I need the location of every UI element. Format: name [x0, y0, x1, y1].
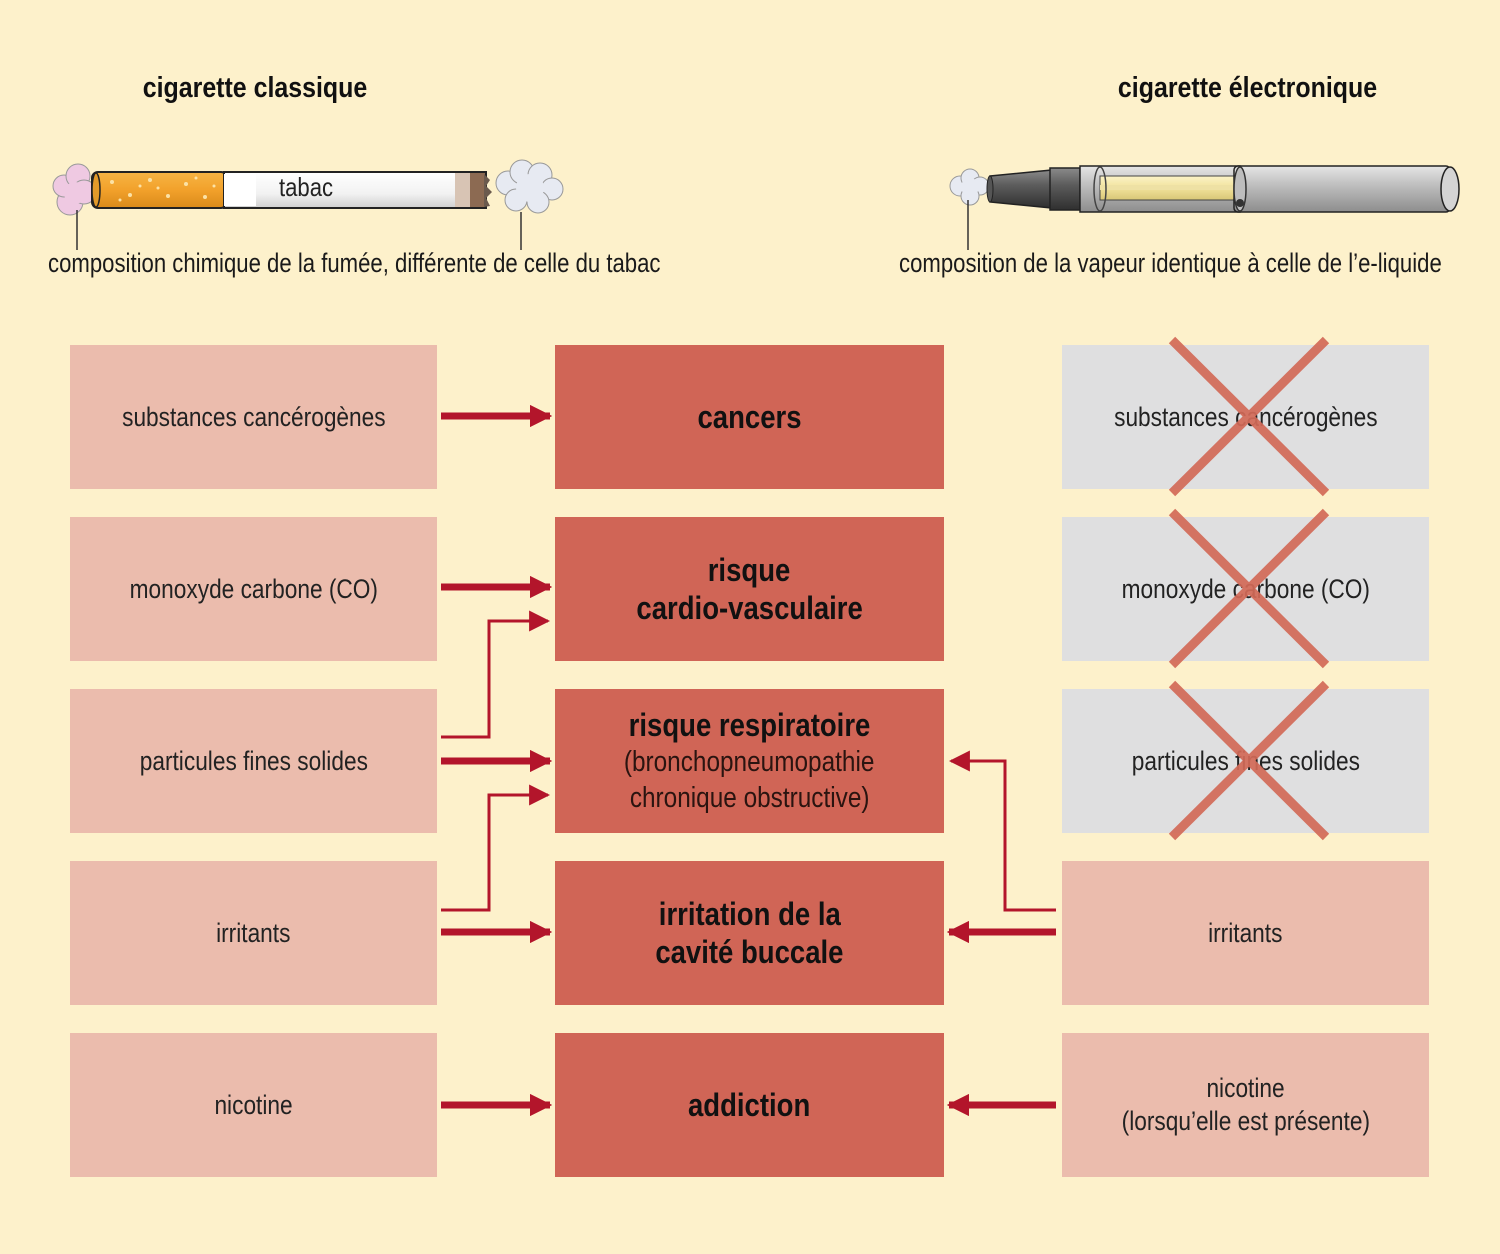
cigarette-icon — [91, 171, 492, 209]
tabac-label: tabac — [279, 172, 334, 202]
cross-icon — [1168, 336, 1330, 497]
effect-sublabel-line2: chronique obstructive) — [629, 782, 870, 814]
classic-cause-carbon-monoxide: monoxyde carbone (CO) — [70, 517, 437, 661]
cross-icon — [1168, 680, 1330, 841]
cause-label: irritants — [1208, 917, 1283, 948]
effect-addiction: addiction — [555, 1033, 944, 1177]
effect-cancers: cancers — [555, 345, 944, 489]
title-classic-cigarette: cigarette classique — [142, 72, 368, 104]
cause-label: particules fines solides — [139, 745, 368, 776]
effect-label: irritation de la — [658, 896, 841, 932]
effect-label: addiction — [688, 1087, 811, 1123]
cross-icon — [1168, 508, 1330, 669]
caption-electronic: composition de la vapeur identique à cel… — [899, 248, 1442, 278]
arrow-irritants-to-respiratory — [441, 784, 551, 912]
effect-label-line2: cardio-vasculaire — [636, 590, 863, 626]
effect-sublabel: (bronchopneumopathie — [624, 746, 875, 778]
ecig-cause-irritants: irritants — [1062, 861, 1429, 1005]
cause-label: nicotine — [1206, 1073, 1285, 1103]
electronic-cigarette-icon — [949, 165, 1460, 250]
title-electronic-cigarette: cigarette électronique — [1117, 72, 1378, 104]
effect-label-line2: cavité buccale — [655, 934, 844, 970]
effect-cardiovascular-risk: risque cardio-vasculaire — [555, 517, 944, 661]
devices-illustration — [52, 159, 1460, 250]
ecig-cause-nicotine: nicotine (lorsqu’elle est présente) — [1062, 1033, 1429, 1177]
cause-label: substances cancérogènes — [121, 401, 386, 432]
effect-oral-irritation: irritation de la cavité buccale — [555, 861, 944, 1005]
arrow-ecig-irritants-to-respiratory — [948, 750, 1056, 912]
arrow-particles-to-cardio — [441, 610, 551, 739]
effect-label: cancers — [697, 399, 802, 435]
cause-label: monoxyde carbone (CO) — [129, 573, 378, 604]
classic-cause-nicotine: nicotine — [70, 1033, 437, 1177]
classic-cause-fine-particles: particules fines solides — [70, 689, 437, 833]
classic-cause-irritants: irritants — [70, 861, 437, 1005]
smoke-cloud-icon — [495, 159, 564, 214]
cause-label: nicotine — [214, 1089, 293, 1120]
effect-respiratory-risk: risque respiratoire (bronchopneumopathie… — [555, 689, 944, 833]
smoke-cloud-icon — [52, 163, 97, 216]
effect-label: risque respiratoire — [628, 707, 871, 743]
cause-label: irritants — [216, 917, 291, 948]
effect-label: risque — [708, 552, 791, 588]
cause-label-line2: (lorsqu’elle est présente) — [1121, 1106, 1370, 1136]
caption-classic: composition chimique de la fumée, différ… — [48, 248, 661, 278]
classic-cause-carcinogens: substances cancérogènes — [70, 345, 437, 489]
